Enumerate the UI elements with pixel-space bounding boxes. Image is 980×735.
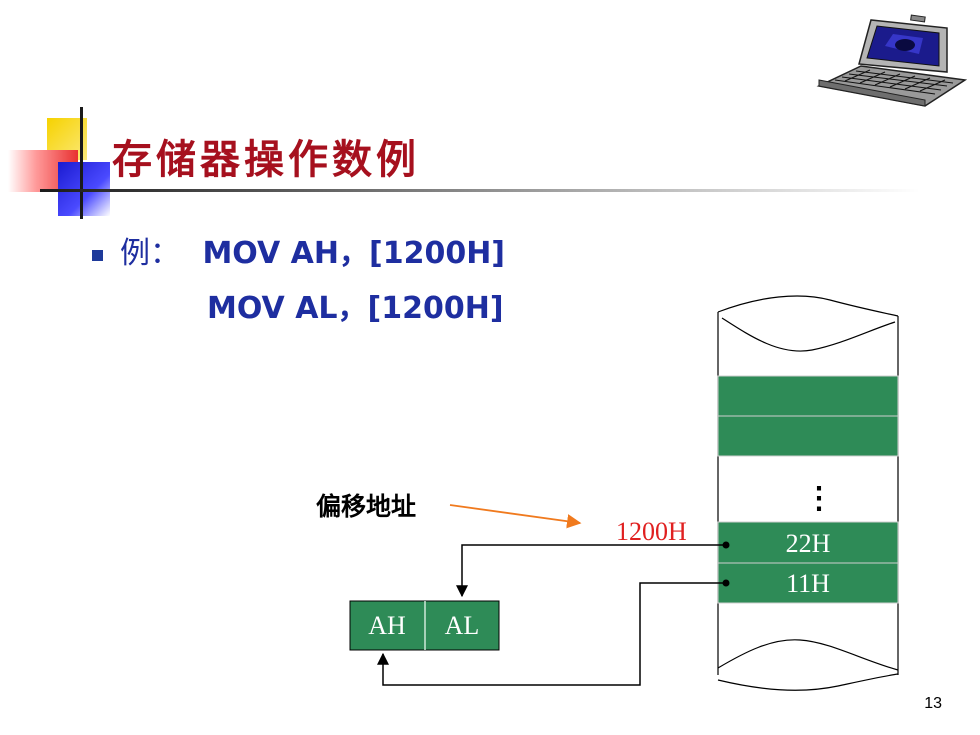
offset-address-label: 偏移地址 bbox=[316, 492, 416, 521]
memory-cell-11h bbox=[717, 562, 899, 604]
memory-cell-upper-2 bbox=[717, 415, 899, 457]
example-label: 例： bbox=[120, 236, 180, 271]
offset-arrow bbox=[449, 504, 582, 529]
register-al-box bbox=[424, 600, 500, 651]
register-al-label: AL bbox=[445, 611, 480, 640]
title-decoration-vertical-line bbox=[80, 107, 83, 219]
memory-column-bottom-wave bbox=[717, 639, 899, 671]
instruction-line-2: MOV AL，[1200H] bbox=[207, 291, 504, 326]
register-ah-label: AH bbox=[368, 611, 406, 640]
bullet-square bbox=[92, 250, 103, 261]
register-ah-box bbox=[349, 600, 426, 651]
memory-cell-11h-label: 11H bbox=[786, 569, 830, 598]
laptop-icon bbox=[816, 14, 967, 107]
title-underline bbox=[40, 189, 920, 192]
memory-column-bottom-wave-2 bbox=[717, 673, 899, 691]
instruction-line-1: 例： MOV AH，[1200H] bbox=[120, 228, 505, 272]
memory-cell-22h bbox=[717, 521, 899, 564]
memory-cell-upper-1 bbox=[717, 375, 899, 417]
address-label: 1200H bbox=[616, 517, 687, 546]
memory-column-top-wave bbox=[717, 295, 899, 317]
memory-column-wave-2 bbox=[721, 317, 896, 352]
memory-ellipsis: ⋮ bbox=[804, 482, 834, 515]
connector-line-to-ah bbox=[456, 544, 726, 598]
connector-line-from-11h bbox=[377, 582, 726, 686]
slide-title: 存储器操作数例 bbox=[112, 136, 420, 183]
page-number: 13 bbox=[924, 695, 942, 712]
memory-cell-22h-label: 22H bbox=[786, 529, 831, 558]
instruction-1-text: MOV AH，[1200H] bbox=[202, 236, 506, 271]
